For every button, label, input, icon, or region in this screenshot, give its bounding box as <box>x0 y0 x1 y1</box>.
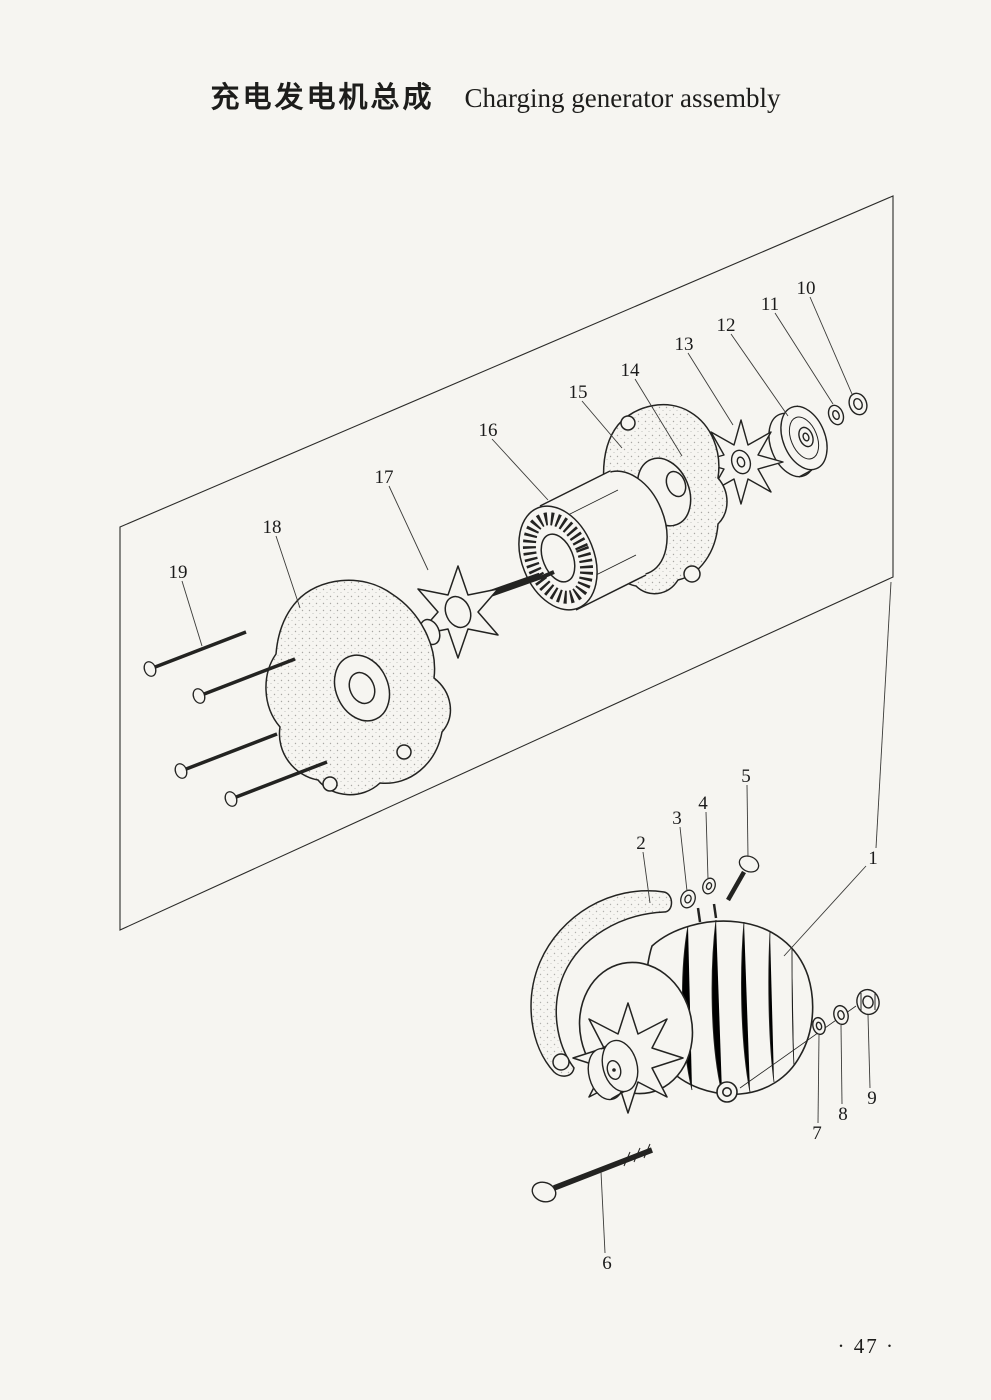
page-title-english: Charging generator assembly <box>464 83 781 113</box>
part-label-17: 17 <box>375 467 394 488</box>
pulley-drawing-lower <box>587 1039 639 1101</box>
part-label-15: 15 <box>569 382 588 403</box>
leader-line-13 <box>687 352 734 426</box>
part-label-19: 19 <box>169 562 188 583</box>
leader-line-1 <box>783 865 867 957</box>
leader-line-7 <box>817 1034 820 1124</box>
leader-line-14 <box>634 378 683 457</box>
part-label-3: 3 <box>672 808 682 829</box>
part-label-5: 5 <box>741 766 751 787</box>
part-label-14: 14 <box>621 360 641 381</box>
page-number: · 47 · <box>837 1334 895 1358</box>
leader-line-3 <box>679 826 688 892</box>
leader-line-9 <box>867 1014 871 1089</box>
panel-border <box>119 195 894 931</box>
rotor-drawing <box>417 565 555 659</box>
part-label-4: 4 <box>698 793 708 814</box>
leader-line-4 <box>705 811 709 880</box>
terminal-hardware-drawing <box>812 988 880 1036</box>
leader-line-18 <box>275 535 301 609</box>
part-label-1: 1 <box>868 848 878 869</box>
leader-line-2 <box>642 851 651 904</box>
washer-drawing-upper <box>827 404 845 426</box>
stator-drawing <box>518 470 668 611</box>
part-label-16: 16 <box>479 420 498 441</box>
leader-line-19 <box>181 580 203 647</box>
part-label-8: 8 <box>838 1104 848 1125</box>
mounting-bolt-drawing <box>531 1143 653 1203</box>
part-label-9: 9 <box>867 1088 877 1109</box>
pulley-drawing <box>768 405 828 478</box>
page-title: 充电发电机总成 Charging generator assembly <box>0 74 991 116</box>
part-label-6: 6 <box>602 1253 612 1274</box>
page-title-chinese: 充电发电机总成 <box>210 82 435 114</box>
leader-line-10 <box>809 296 853 395</box>
leader-line-5 <box>746 784 749 858</box>
leader-line-16 <box>491 438 549 501</box>
part-label-11: 11 <box>761 294 779 315</box>
part-label-18: 18 <box>263 517 282 538</box>
adjusting-strap-drawing <box>530 890 673 1077</box>
through-bolts-drawing <box>143 630 328 807</box>
leader-line-12 <box>730 333 789 417</box>
nut-drawing <box>848 392 868 416</box>
strap-bolt-drawing <box>680 855 760 909</box>
part-label-7: 7 <box>812 1123 822 1144</box>
leader-line-6 <box>600 1171 606 1254</box>
leader-line-8 <box>840 1024 843 1105</box>
drive-end-bracket-drawing <box>265 579 452 796</box>
part-label-12: 12 <box>717 315 736 336</box>
part-label-2: 2 <box>636 833 646 854</box>
leader-line-17 <box>388 485 429 571</box>
part-label-10: 10 <box>797 278 816 299</box>
leader-line-11 <box>774 312 834 405</box>
part-label-13: 13 <box>675 334 694 355</box>
leader-line-1 <box>875 581 892 849</box>
leader-line-15 <box>581 400 623 449</box>
